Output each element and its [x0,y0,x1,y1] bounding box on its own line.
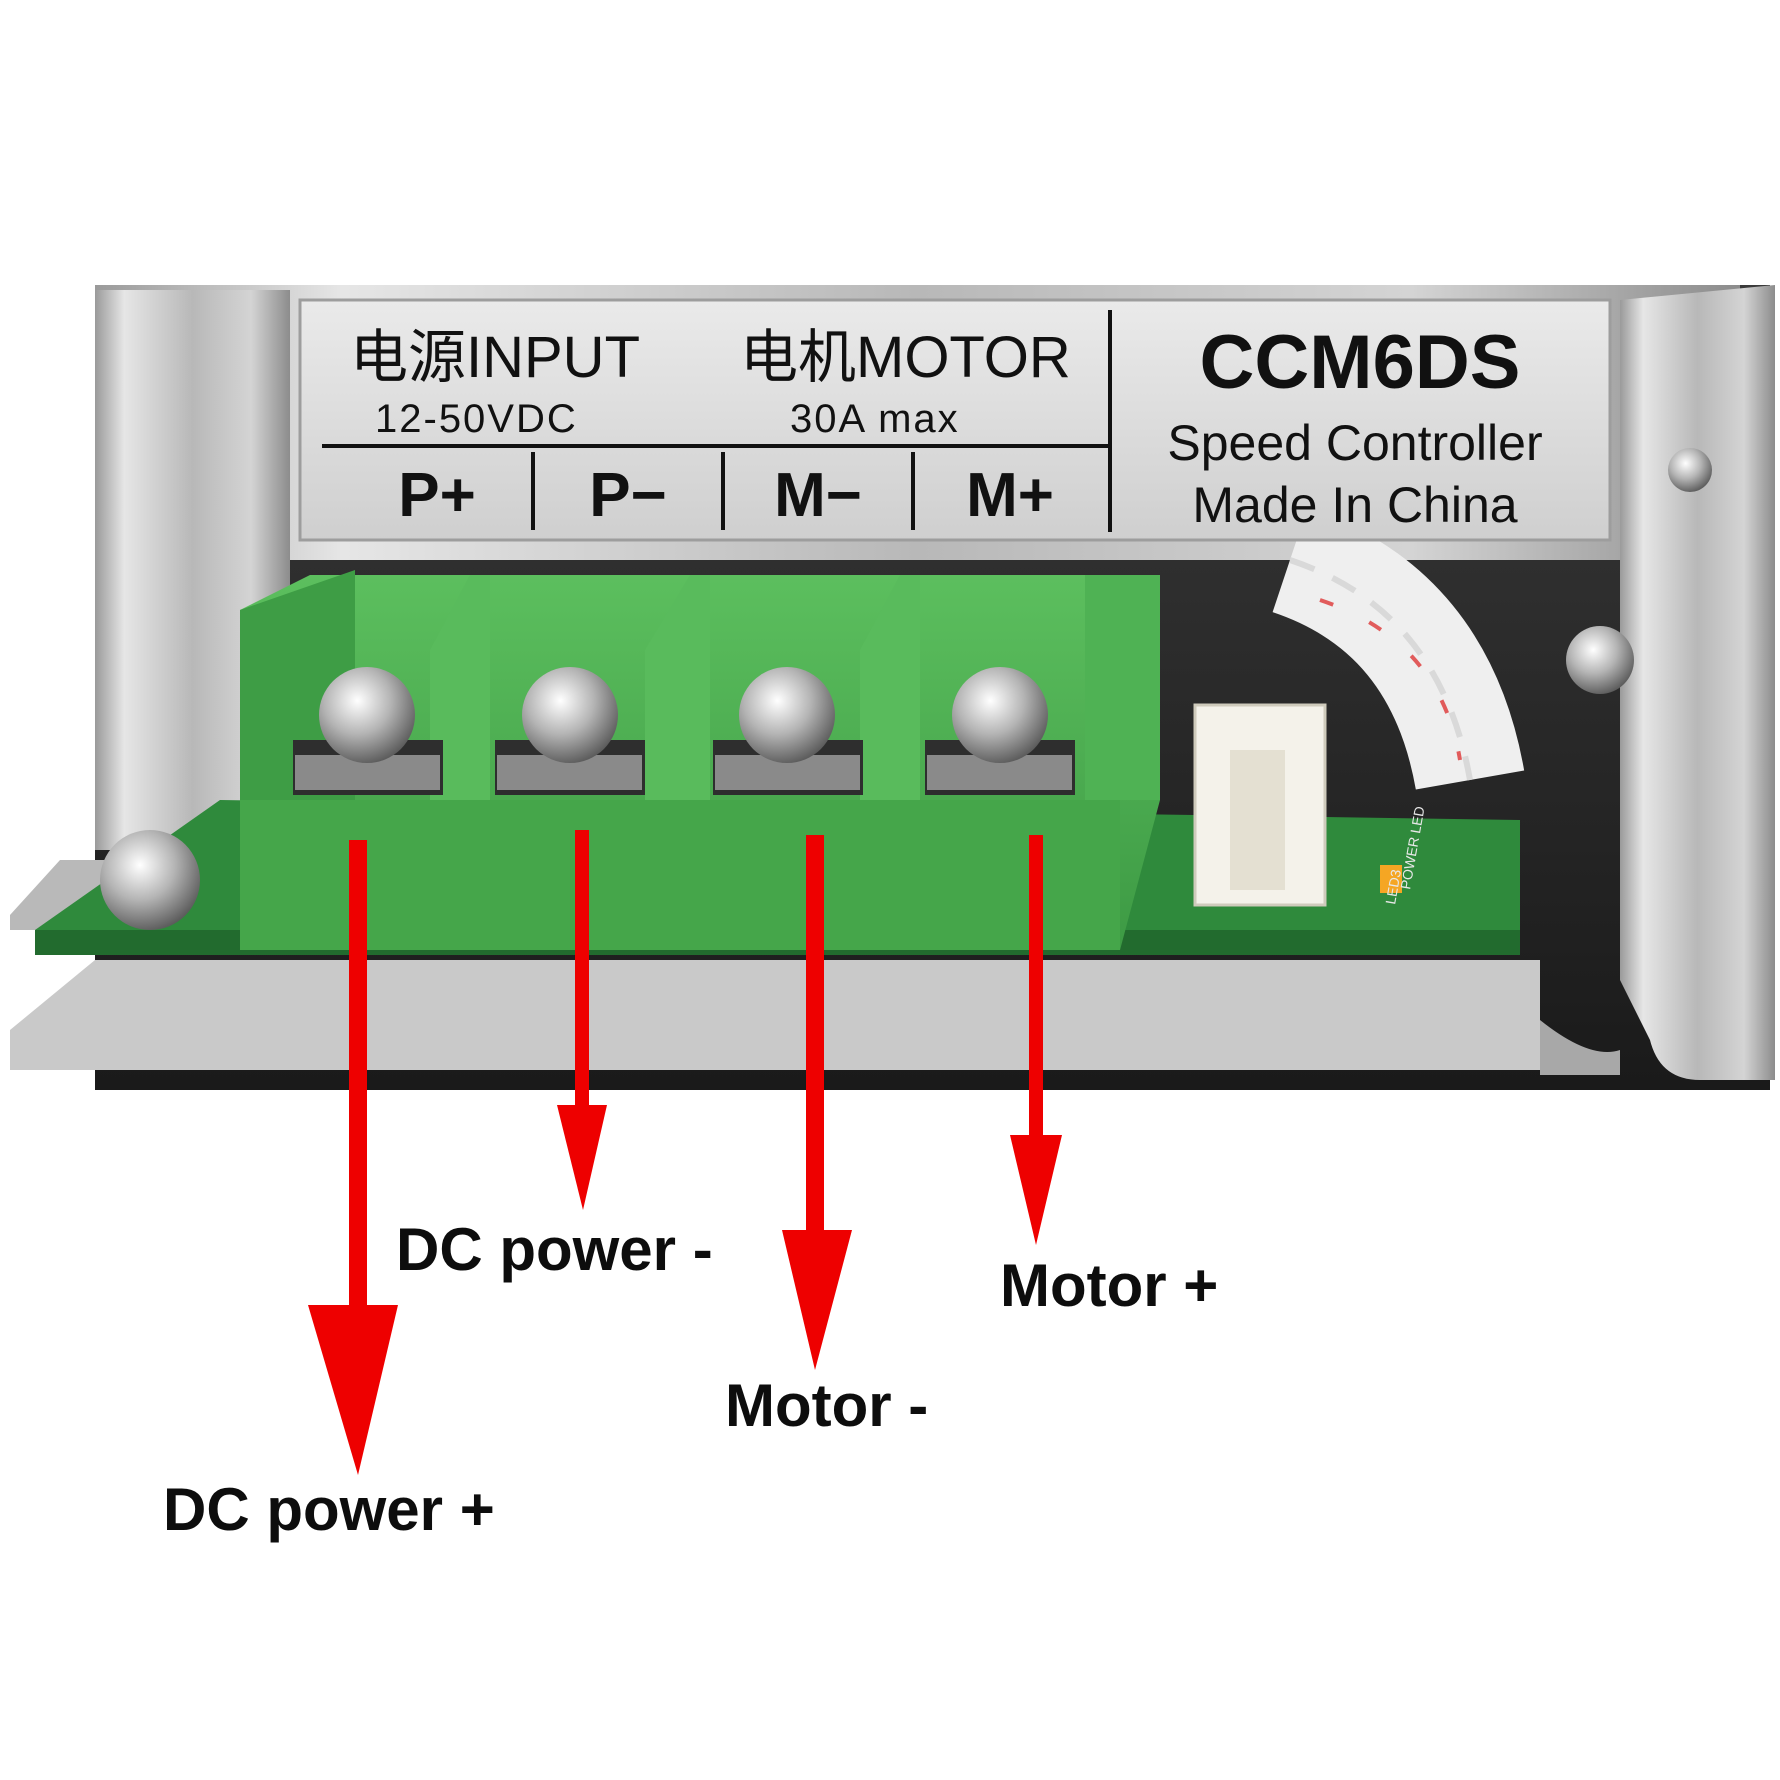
housing-base [10,960,1540,1070]
arrow-motor-plus [1010,835,1062,1245]
terminal-screw-p-plus [295,667,440,790]
housing-right-wall [1620,285,1775,1080]
right-wall-screw [1668,448,1712,492]
motor-rating: 30A max [790,397,960,441]
terminal-screw-m-minus [715,667,860,790]
label-motor-minus: Motor - [725,1372,929,1439]
terminal-label-m-minus: M− [774,461,862,530]
input-heading: 电源INPUT [350,325,640,390]
terminal-screw-p-minus [497,667,642,790]
standoff-nut [1566,626,1634,694]
origin-text: Made In China [1192,477,1517,533]
label-dc-power-minus: DC power - [396,1216,713,1283]
connector-latch [1230,750,1285,890]
housing-base-notch [1540,1020,1620,1075]
model-name: CCM6DS [1200,320,1521,405]
ribbon-cable [1271,507,1525,791]
arrow-dc-power-minus [557,830,607,1210]
label-dc-power-plus: DC power + [163,1476,495,1543]
terminal-label-p-minus: P− [589,461,667,530]
label-plate [298,298,1612,542]
product-description: Speed Controller [1167,415,1542,471]
arrow-motor-minus [782,835,852,1370]
motor-heading: 电机MOTOR [740,325,1071,390]
terminal-label-p-plus: P+ [398,461,476,530]
label-motor-plus: Motor + [1000,1252,1219,1319]
terminal-label-m-plus: M+ [966,461,1054,530]
led-ref: LED3 [1382,868,1404,905]
power-led [1380,865,1402,893]
input-rating: 12-50VDC [375,397,578,441]
left-mounting-screw [100,830,200,930]
arrow-dc-power-plus [308,840,398,1475]
terminal-screw-m-plus [927,667,1072,790]
